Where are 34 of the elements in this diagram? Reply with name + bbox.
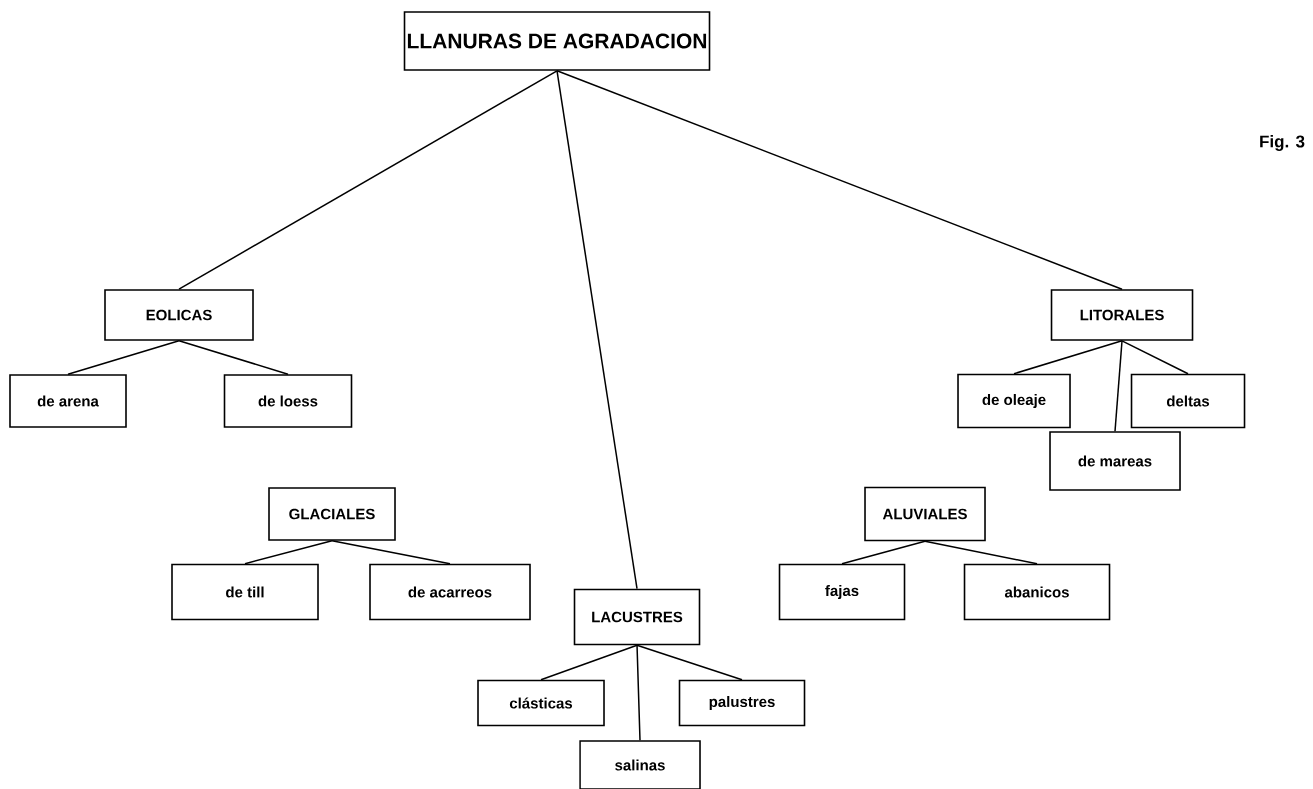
category-box: deltas — [1130, 373, 1246, 429]
connector-line — [556, 70, 638, 590]
connector-line — [841, 540, 926, 565]
connector-line — [1114, 340, 1123, 432]
category-box: LACUSTRES — [573, 588, 701, 646]
connector-line — [636, 644, 641, 741]
category-box: fajas — [778, 563, 906, 621]
category-box: salinas — [579, 740, 701, 789]
category-box: LITORALES — [1050, 289, 1194, 341]
category-box: de oleaje — [957, 373, 1071, 429]
connector-line — [178, 70, 558, 290]
category-box: de mareas — [1049, 431, 1181, 491]
category-box: abanicos — [963, 563, 1111, 621]
connector-line — [178, 340, 289, 375]
connector-line — [244, 540, 333, 565]
category-box: GLACIALES — [268, 487, 396, 541]
connector-line — [1013, 340, 1123, 375]
connector-line — [556, 70, 1123, 290]
category-box: de arena — [9, 374, 127, 428]
figure-label: Fig. 3 — [1260, 135, 1305, 151]
connector-line — [67, 340, 180, 375]
title-box: LLANURAS DE AGRADACION — [403, 11, 711, 71]
connector-line — [1121, 340, 1189, 375]
category-box: de loess — [223, 374, 353, 428]
connector-line — [540, 644, 638, 681]
category-box: EOLICAS — [104, 289, 254, 341]
category-box: de acarreos — [369, 563, 531, 621]
connector-line — [331, 540, 451, 565]
connector-line — [924, 540, 1038, 565]
connector-line — [636, 644, 743, 681]
category-box: clásticas — [477, 679, 605, 727]
category-box: palustres — [678, 679, 806, 727]
category-box: ALUVIALES — [864, 486, 986, 542]
category-box: de till — [171, 563, 319, 621]
